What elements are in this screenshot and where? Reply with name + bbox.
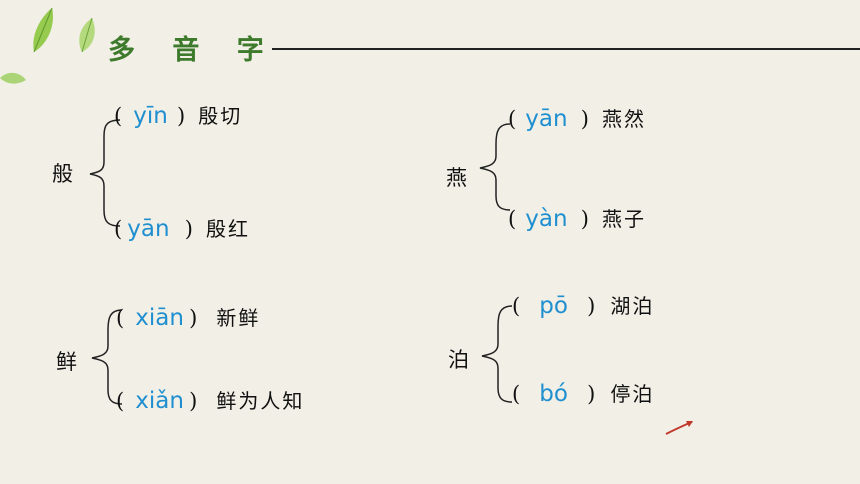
leaf-icon [0, 72, 26, 84]
polyphone-char: 鲜 [56, 350, 77, 374]
reading-row: ( yān ) 燕然 [508, 103, 646, 132]
paren-open: ( [512, 382, 521, 406]
leaf-icon [79, 17, 95, 53]
reading-row: ( xiān ) 新鲜 [116, 302, 260, 331]
paren-open: ( [114, 104, 123, 128]
reading-row: ( yān ) 殷红 [114, 213, 250, 242]
leaf-decoration [0, 7, 95, 84]
page-title: 多 音 字 [108, 35, 278, 66]
paren-close: ) [587, 294, 596, 318]
paren-open: ( [508, 107, 517, 131]
paren-close: ) [176, 104, 186, 128]
paren-close: ) [587, 382, 596, 406]
polyphone-char: 泊 [448, 348, 469, 372]
example-word: 燕子 [601, 207, 646, 231]
paren-open: ( [116, 306, 125, 330]
pinyin: bó [539, 381, 568, 407]
paren-open: ( [512, 294, 521, 318]
reading-row: ( xiǎn ) 鲜为人知 [116, 385, 304, 414]
pinyin: xiǎn [135, 388, 184, 414]
pinyin: yīn [133, 103, 168, 129]
pinyin: pō [539, 293, 568, 319]
example-word: 湖泊 [610, 294, 655, 318]
example-word: 新鲜 [216, 306, 261, 330]
leaf-icon [33, 7, 54, 53]
brace [479, 123, 511, 211]
paren-open: ( [116, 389, 125, 413]
pinyin: yàn [525, 206, 568, 232]
brace [91, 309, 123, 405]
reading-row: ( bó ) 停泊 [512, 378, 654, 407]
pinyin: xiān [135, 305, 184, 331]
arrow-icon [665, 421, 693, 435]
example-word: 燕然 [601, 107, 646, 131]
polyphone-char: 燕 [446, 166, 467, 190]
paren-close: ) [580, 207, 589, 231]
paren-close: ) [189, 306, 198, 330]
paren-close: ) [184, 217, 193, 241]
paren-open: ( [508, 207, 517, 231]
title-underline [272, 48, 860, 50]
polyphone-char: 般 [52, 162, 73, 186]
reading-row: ( pō ) 湖泊 [512, 290, 654, 319]
brace [89, 119, 121, 227]
reading-row: ( yàn ) 燕子 [508, 203, 646, 232]
paren-close: ) [580, 107, 589, 131]
pinyin: yān [127, 216, 170, 242]
example-word: 殷切 [198, 104, 243, 128]
reading-row: ( yīn ) 殷切 [114, 100, 242, 129]
paren-close: ) [189, 389, 198, 413]
pinyin: yān [525, 106, 568, 132]
example-word: 停泊 [610, 382, 655, 406]
paren-open: ( [114, 217, 123, 241]
example-word: 鲜为人知 [216, 389, 305, 413]
brace [481, 305, 513, 403]
example-word: 殷红 [205, 217, 250, 241]
